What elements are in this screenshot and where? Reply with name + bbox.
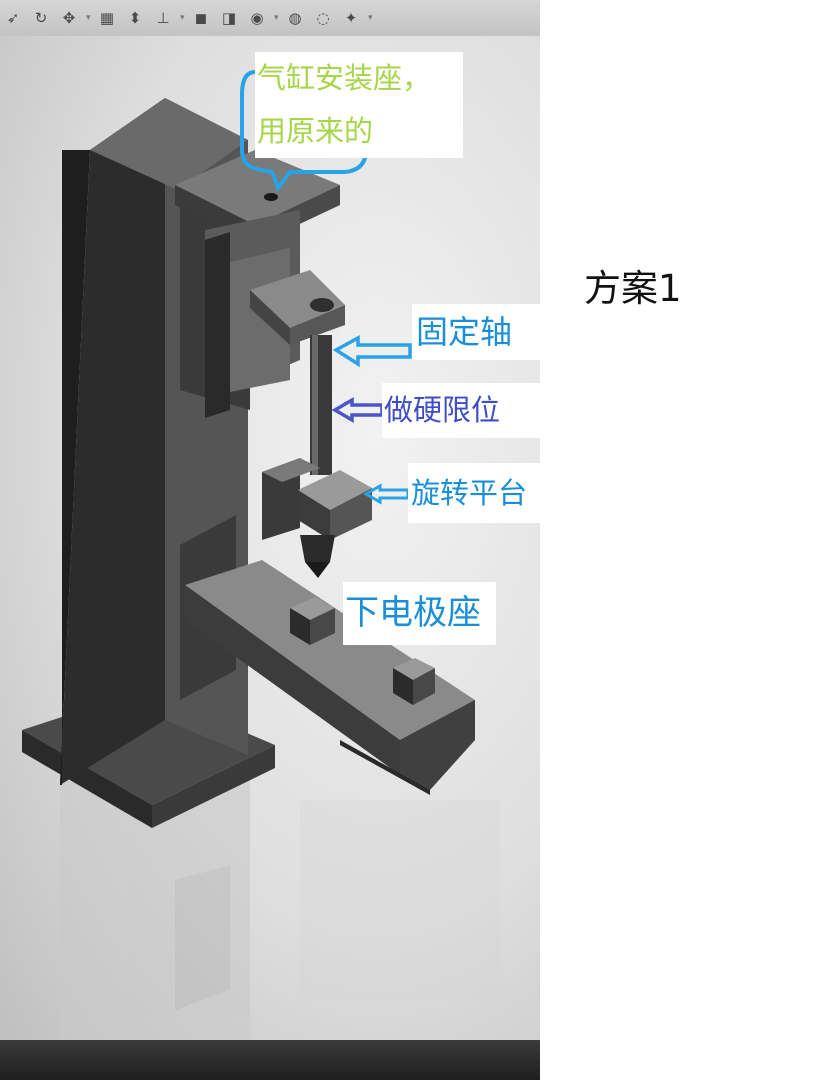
toolbar-dropdown-icon[interactable]: ▾ [86, 13, 91, 23]
label-lower-electrode-seat: 下电极座 [343, 582, 496, 645]
view-orientation-icon[interactable]: ⬍ [128, 9, 142, 27]
lower-electrode-seat [290, 597, 435, 705]
label-cylinder-mount: 气缸安装座， 用原来的 [255, 52, 463, 158]
label-fixed-shaft: 固定轴 [412, 304, 540, 360]
axis-icon[interactable]: ⊥ [156, 9, 170, 27]
cad-screenshot-photo: ➶ ↻ ✥ ▾ ▦ ⬍ ⊥ ▾ ◼ ◨ ◉ ▾ ◍ ◌ ✦ ▾ [0, 0, 540, 1080]
arrow-rotating-platform [362, 483, 410, 505]
toolbar-dropdown-icon[interactable]: ▾ [180, 13, 185, 23]
monitor-bezel [0, 1040, 540, 1080]
scheme-title: 方案1 [584, 267, 682, 310]
shaft-clamp-arm [250, 270, 345, 345]
guide-slide [205, 232, 290, 418]
realview-icon[interactable]: ✦ [344, 9, 358, 27]
toolbar-dropdown-icon[interactable]: ▾ [274, 13, 279, 23]
arrow-hard-limit [331, 396, 384, 424]
arrow-fixed-shaft [332, 335, 412, 368]
fixed-shaft [310, 335, 332, 475]
cad-toolbar: ➶ ↻ ✥ ▾ ▦ ⬍ ⊥ ▾ ◼ ◨ ◉ ▾ ◍ ◌ ✦ ▾ [0, 0, 540, 36]
toolbar-dropdown-icon[interactable]: ▾ [368, 13, 373, 23]
display-style-icon[interactable]: ◼ [194, 9, 208, 27]
label-rotating-platform: 旋转平台 [408, 463, 540, 523]
lights-icon[interactable]: ◌ [316, 9, 330, 27]
pan-icon[interactable]: ✥ [62, 9, 76, 27]
section-view-icon[interactable]: ▦ [99, 9, 115, 27]
label-hard-limit: 做硬限位 [382, 383, 540, 438]
rotate-icon[interactable]: ↻ [34, 9, 48, 27]
cad-model-view [22, 70, 500, 1040]
scene-icon[interactable]: ◍ [288, 9, 302, 27]
appearance-icon[interactable]: ◉ [250, 9, 264, 27]
arrow-icon[interactable]: ➶ [6, 9, 20, 27]
callout-bubble [240, 70, 368, 193]
hide-show-icon[interactable]: ◨ [221, 9, 237, 27]
floor-reflection [60, 770, 500, 1040]
rotating-platform [262, 458, 372, 578]
